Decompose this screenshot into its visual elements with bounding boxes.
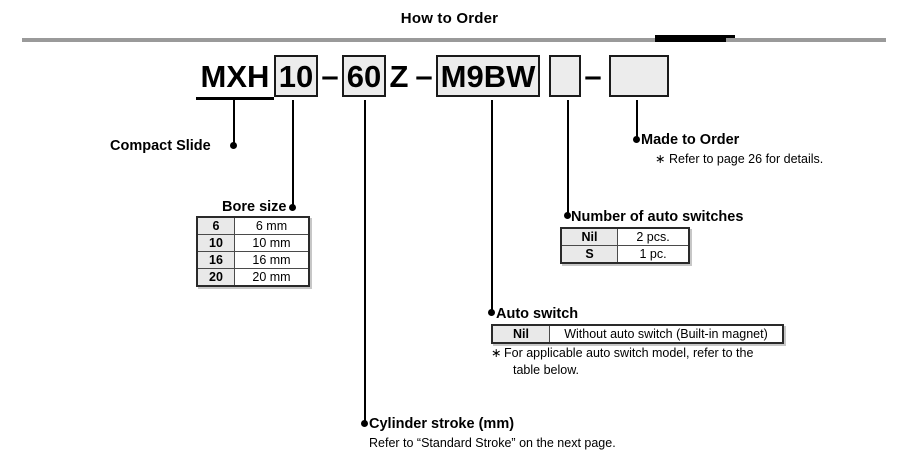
table-cell-value: Without auto switch (Built-in magnet) <box>549 324 784 344</box>
leader-line-made-to-order <box>636 100 638 140</box>
auto-switch-note-line2: table below. <box>513 363 580 377</box>
part-number-segment-series[interactable]: MXH <box>196 55 274 100</box>
table-cell-value: 1 pc. <box>617 245 690 264</box>
leader-line-auto-switch <box>491 100 493 312</box>
leader-line-bore-size <box>292 100 294 207</box>
header-rule-underline <box>655 35 735 42</box>
leader-dot-made-to-order <box>633 136 640 143</box>
cylinder-stroke-note: Refer to “Standard Stroke” on the next p… <box>369 436 616 450</box>
table-cell-code: 6 <box>196 216 235 235</box>
table-cell-code: 16 <box>196 251 235 269</box>
header-rule-right <box>726 38 886 42</box>
table-cell-value: 6 mm <box>234 216 310 235</box>
leader-dot-bore-size <box>289 204 296 211</box>
header-rule-left <box>22 38 666 42</box>
asterisk-icon: ∗ <box>491 346 502 360</box>
leader-line-cylinder-stroke <box>364 100 366 423</box>
leader-line-compact-slide <box>233 100 235 145</box>
made-to-order-note-text: Refer to page 26 for details. <box>668 152 824 166</box>
part-number-segment-dash3: – <box>584 58 602 93</box>
table-cell-value: 16 mm <box>234 251 310 269</box>
leader-line-number-of-auto-switches <box>567 100 569 215</box>
table-cell-code: 20 <box>196 268 235 287</box>
leader-dot-auto-switch <box>488 309 495 316</box>
callout-auto-switch-label: Auto switch <box>496 306 579 322</box>
table-cell-code: Nil <box>491 324 550 344</box>
table-cell-value: 20 mm <box>234 268 310 287</box>
part-number-segment-dash1: – <box>321 58 339 93</box>
part-number-segment-auto-switch[interactable]: M9BW <box>436 55 540 97</box>
callout-bore-size-label: Bore size <box>222 199 287 215</box>
auto-switch-note-line1: For applicable auto switch model, refer … <box>504 346 754 360</box>
part-number-segment-made-to-order[interactable] <box>609 55 669 97</box>
part-number-segment-dash2: – <box>415 58 433 93</box>
callout-made-to-order-label: Made to Order <box>641 132 740 148</box>
part-number-segment-switch-qty[interactable] <box>549 55 581 97</box>
table-cell-value: 10 mm <box>234 234 310 252</box>
asterisk-icon: ∗ <box>655 152 666 166</box>
leader-dot-number-of-auto-switches <box>564 212 571 219</box>
callout-number-of-auto-switches-label: Number of auto switches <box>571 209 744 225</box>
table-cell-code: 10 <box>196 234 235 252</box>
made-to-order-note: ∗ Refer to page 26 for details. <box>655 151 823 168</box>
part-number-segment-suffix-z[interactable]: Z <box>389 58 409 94</box>
table-cell-code: Nil <box>560 227 618 246</box>
callout-cylinder-stroke-label: Cylinder stroke (mm) <box>369 416 515 432</box>
callout-compact-slide-label: Compact Slide <box>110 138 211 154</box>
page-title: How to Order <box>400 10 499 27</box>
table-cell-code: S <box>560 245 618 264</box>
leader-dot-cylinder-stroke <box>361 420 368 427</box>
part-number-segment-stroke[interactable]: 60 <box>342 55 386 97</box>
leader-dot-compact-slide <box>230 142 237 149</box>
table-cell-value: 2 pcs. <box>617 227 690 246</box>
part-number-segment-bore[interactable]: 10 <box>274 55 318 97</box>
